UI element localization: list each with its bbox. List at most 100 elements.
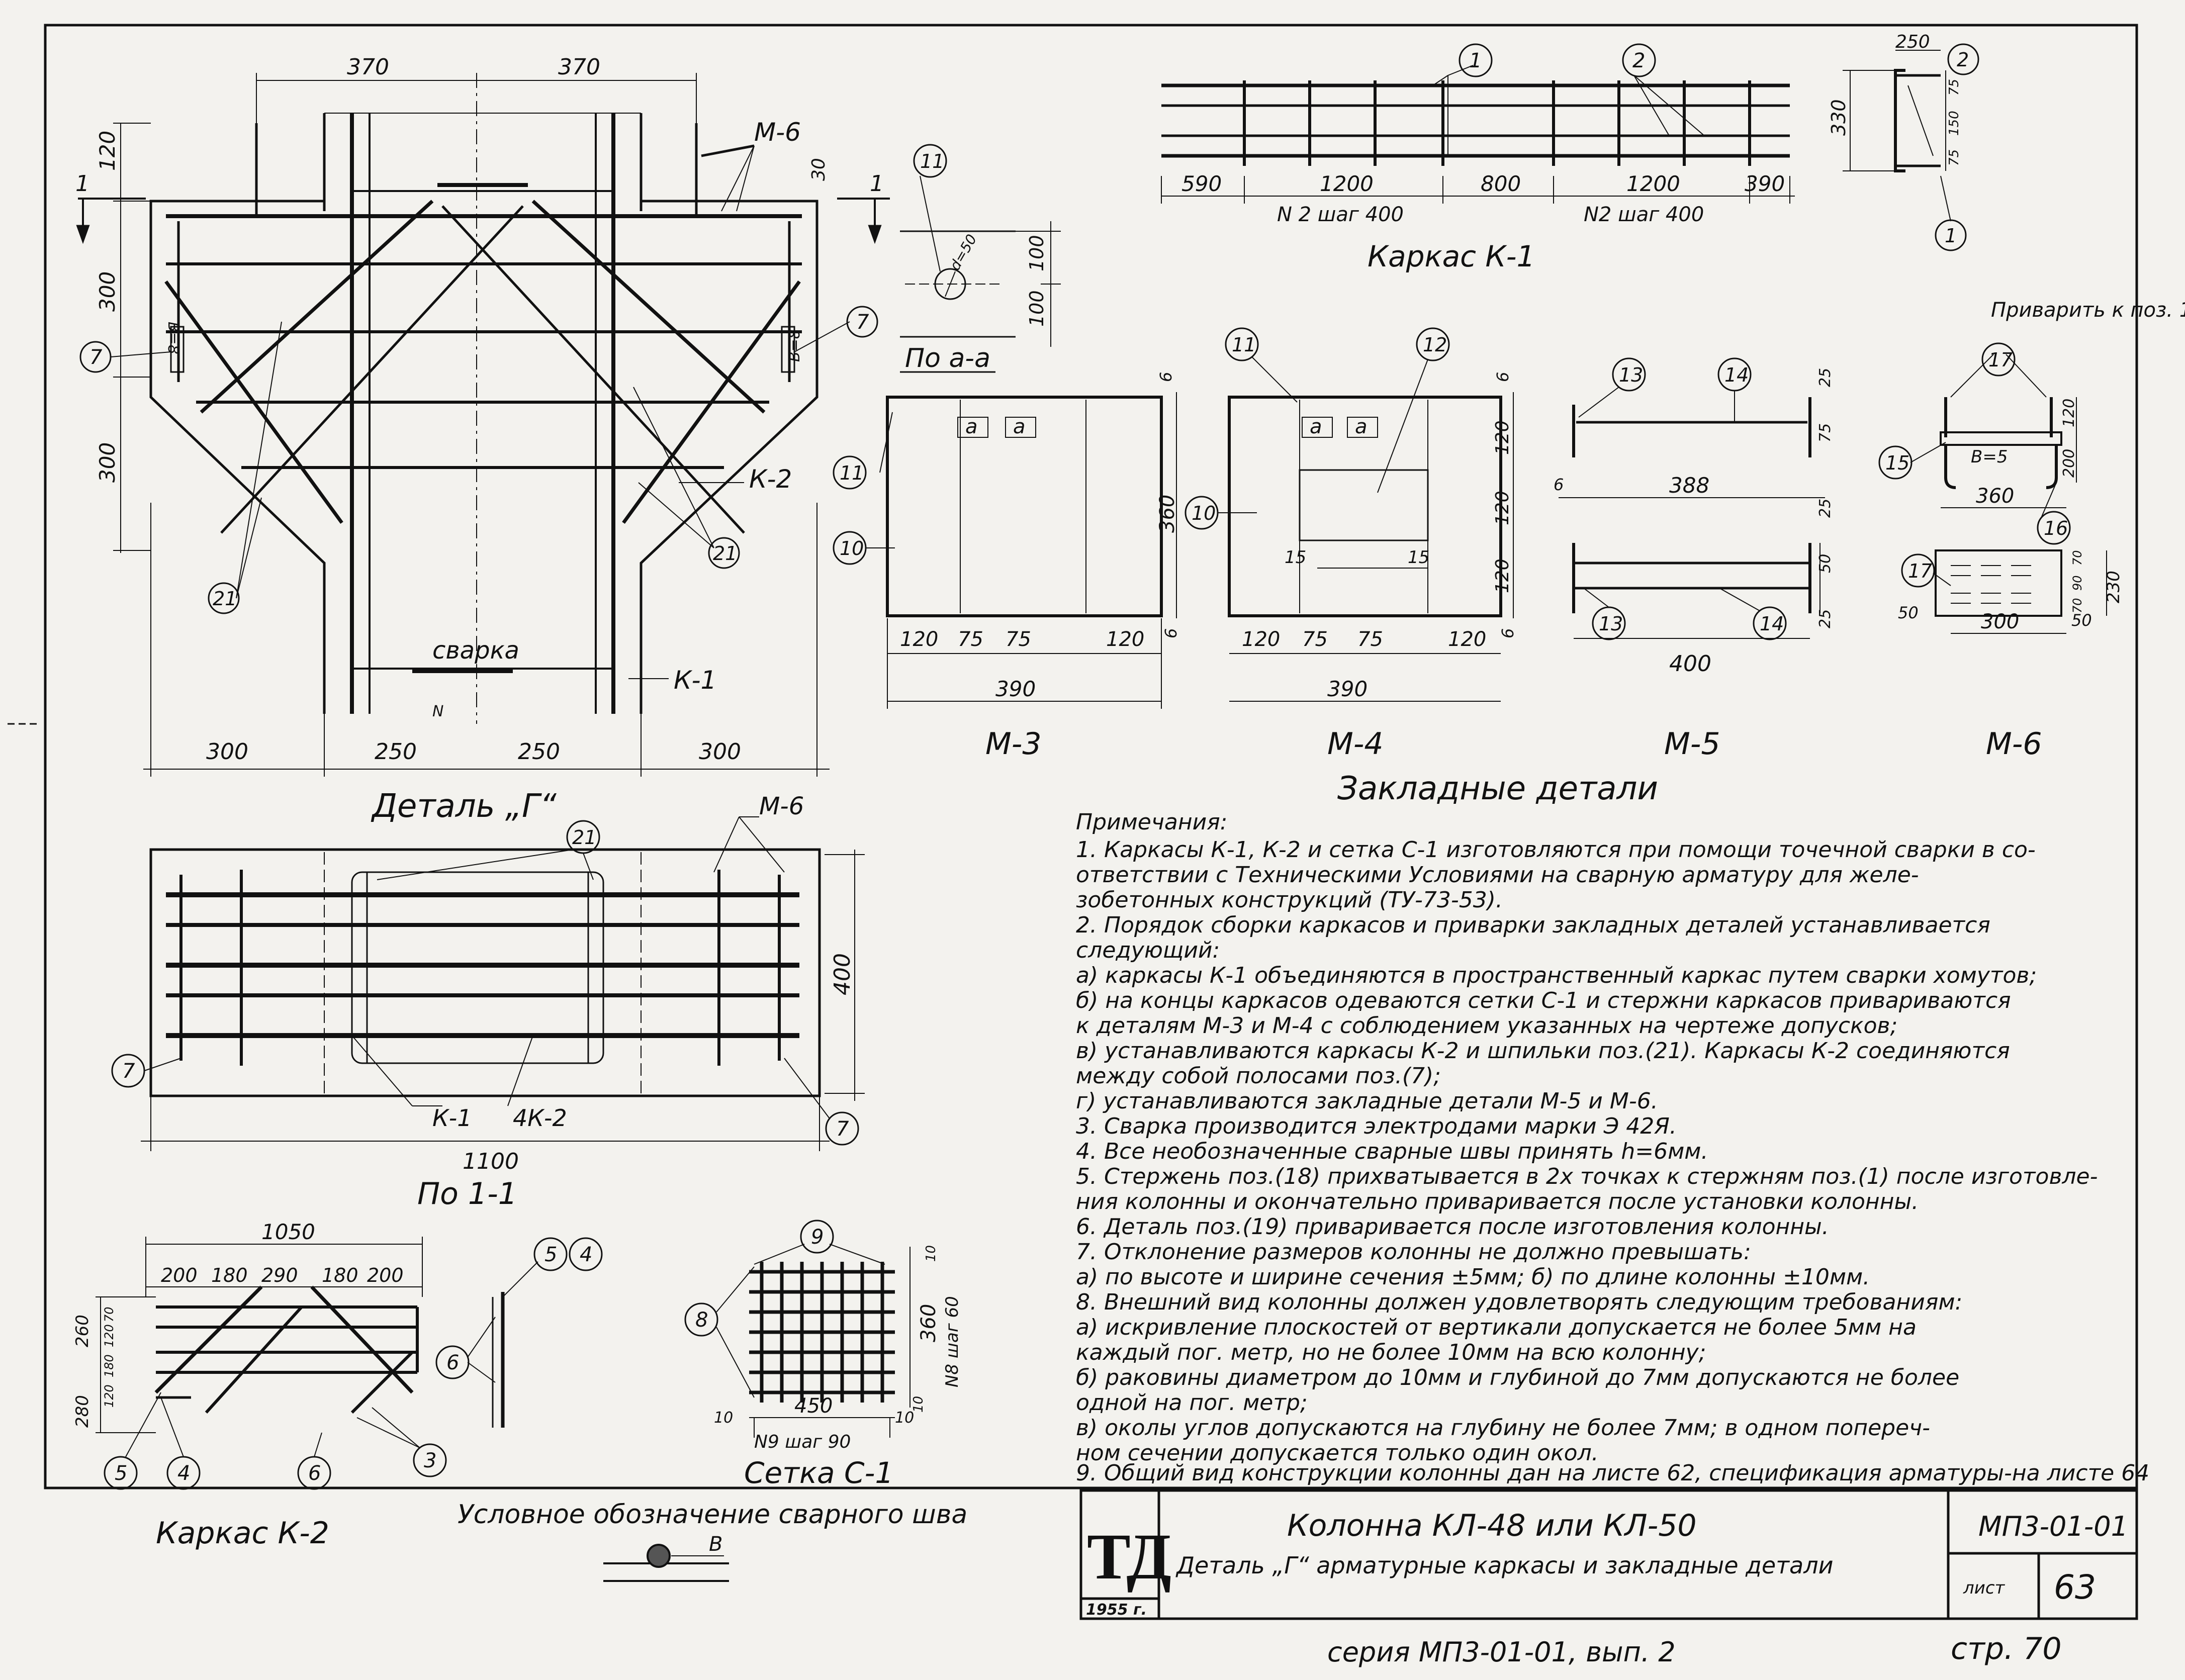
m3-t6-top: 6 (1156, 372, 1175, 382)
dim-bottom-300-right: 300 (699, 739, 741, 765)
k1-end-dim-75b: 75 (1947, 149, 1962, 166)
k2-side-callout-4: 4 (580, 1243, 592, 1266)
m6-name: М-6 (1986, 726, 2042, 762)
karkas-k1-labels: 590 1200 800 1200 390 N 2 шаг 400 N2 шаг… (1181, 32, 1969, 273)
aa-dim-100-bottom: 100 (1026, 290, 1048, 327)
m4-labels: 11 12 10 а а 120 75 75 120 390 120 120 1… (1192, 334, 1517, 762)
dim-bottom-300-left: 300 (206, 739, 248, 765)
m4-callout-11: 11 (1232, 334, 1256, 356)
note-line: ответствии с Техническими Условиями на с… (1076, 862, 1919, 888)
k2-callout-3: 3 (424, 1449, 436, 1472)
m6-dim-300: 300 (1981, 610, 2019, 633)
note-line: зобетонных конструкций (ТУ-73-53). (1076, 887, 1503, 913)
c1-dim-450: 450 (794, 1394, 833, 1418)
s11-title: По 1-1 (417, 1176, 517, 1211)
note-line: к деталям М-3 и М-4 с соблюдением указан… (1076, 1013, 1897, 1039)
m3-height-360: 360 (1156, 495, 1179, 533)
s11-label-k2: 4К-2 (513, 1104, 567, 1132)
note-line: в) устанавливаются каркасы К-2 и шпильки… (1076, 1038, 2010, 1064)
m4-sec-a-2: а (1355, 415, 1368, 438)
note-line: в) околы углов допускаются на глубину не… (1076, 1415, 1930, 1441)
m6-callout-17-b: 17 (1908, 560, 1932, 582)
note-line: 5. Стержень поз.(18) прихватывается в 2х… (1076, 1164, 2098, 1189)
m4-total-390: 390 (1327, 677, 1368, 701)
k1-dim-1200-b: 1200 (1626, 171, 1680, 196)
k1-dim-390: 390 (1745, 171, 1785, 196)
m4-small-15-b: 15 (1408, 547, 1429, 568)
m3-dim-120-b: 120 (1106, 628, 1144, 651)
m4-callout-12: 12 (1423, 334, 1447, 356)
m4-sec-a-1: а (1310, 415, 1322, 438)
note-line: 8. Внешний вид колонны должен удовлетвор… (1076, 1289, 1962, 1315)
k2-callout-5: 5 (115, 1462, 127, 1485)
sheet-number: 63 (2054, 1568, 2096, 1607)
c1-title: Сетка С-1 (744, 1456, 893, 1490)
aa-dim-100-top: 100 (1026, 235, 1048, 271)
c1-dim-10-c: 10 (924, 1245, 939, 1262)
karkas-k1-view (1161, 43, 1979, 251)
setka-c1-view (684, 1220, 911, 1438)
m6-view (1878, 342, 2107, 634)
c1-dim-10-d: 10 (911, 1396, 926, 1413)
section-mark-left: 1 (75, 171, 89, 197)
label-b8-left: В=8 (164, 322, 182, 354)
c1-dim-10-b: 10 (895, 1409, 914, 1427)
s11-callout-7-left: 7 (122, 1060, 135, 1083)
k1-callout-2: 2 (1632, 49, 1645, 72)
detail-g-view (76, 73, 890, 777)
m6-dim-50-b: 50 (2071, 611, 2092, 630)
m3-name: М-3 (985, 726, 1042, 762)
weld-symbol (603, 1544, 729, 1582)
m4-view (1185, 327, 1514, 702)
m5-callout-14-b: 14 (1760, 613, 1784, 635)
k2-title: Каркас К-2 (156, 1516, 329, 1551)
section-mark-right: 1 (870, 171, 884, 197)
label-k2: К-2 (749, 464, 792, 494)
m5-view (1559, 357, 1825, 640)
karkas-k2-labels: 1050 200 180 290 180 200 260 280 120 180… (72, 1220, 592, 1551)
weld-symbol-title: Условное обозначение сварного шва (458, 1500, 967, 1530)
k1-title: Каркас К-1 (1368, 239, 1535, 273)
note-line: 7. Отклонение размеров колонны не должно… (1076, 1239, 1751, 1265)
c1-step-horizontal: N9 шаг 90 (754, 1432, 851, 1452)
k2-dim-290: 290 (261, 1264, 298, 1286)
m4-small-15-a: 15 (1285, 547, 1306, 568)
k2-left-120-b: 120 (102, 1324, 116, 1347)
m6-note: Приварить к поз. 15 (1991, 299, 2185, 322)
m6-dim-70-b: 70 (2070, 598, 2084, 613)
m4-dim-75-a: 75 (1302, 628, 1328, 651)
title-line-2: Деталь „Г“ арматурные каркасы и закладны… (1175, 1552, 1834, 1579)
m4-small-6-a: 6 (1493, 372, 1512, 382)
note-line: а) искривление плоскостей от вертикали д… (1076, 1315, 1917, 1340)
label-n: N (432, 703, 443, 720)
m3-dim-75-b: 75 (1006, 628, 1031, 651)
note-line: а) по высоте и ширине сечения ±5мм; б) п… (1076, 1264, 1870, 1290)
m6-dim-50-a: 50 (1898, 603, 1919, 622)
label-b8-right: В=8 (786, 329, 803, 362)
m3-callout-10: 10 (840, 537, 864, 559)
m3-dim-120-a: 120 (900, 628, 938, 651)
note-line: а) каркасы К-1 объединяются в пространст… (1076, 963, 2037, 988)
k1-step-a: N 2 шаг 400 (1277, 203, 1404, 226)
note-line: 9. Общий вид конструкции колонны дан на … (1076, 1460, 2149, 1486)
note-line: ния колонны и окончательно приваривается… (1076, 1189, 1919, 1215)
m6-dim-90: 90 (2070, 575, 2084, 591)
m6-dim-70-a: 70 (2070, 550, 2084, 566)
section-11-labels: М-6 21 7 7 К-1 4К-2 400 1100 По 1-1 (122, 792, 855, 1211)
sheet-frame (44, 24, 2138, 1489)
k1-dim-590: 590 (1181, 171, 1222, 196)
dim-bottom-250-right: 250 (518, 739, 560, 765)
s11-height-400: 400 (830, 953, 855, 995)
dim-300-b: 300 (95, 442, 120, 483)
m6-dim-360: 360 (1976, 485, 2014, 508)
label-m6: М-6 (754, 118, 801, 147)
mesh-grid (749, 1262, 895, 1403)
k2-dim-200-b: 200 (367, 1264, 404, 1286)
notes-heading: Примечания: (1076, 809, 1228, 835)
title-block (1079, 1489, 2138, 1620)
c1-callout-8: 8 (695, 1309, 708, 1332)
s11-label-m6: М-6 (759, 792, 804, 820)
series-footer: серия МП3-01-01, вып. 2 (1327, 1636, 1676, 1668)
note-line: б) на концы каркасов одеваются сетки С-1… (1076, 988, 2011, 1013)
